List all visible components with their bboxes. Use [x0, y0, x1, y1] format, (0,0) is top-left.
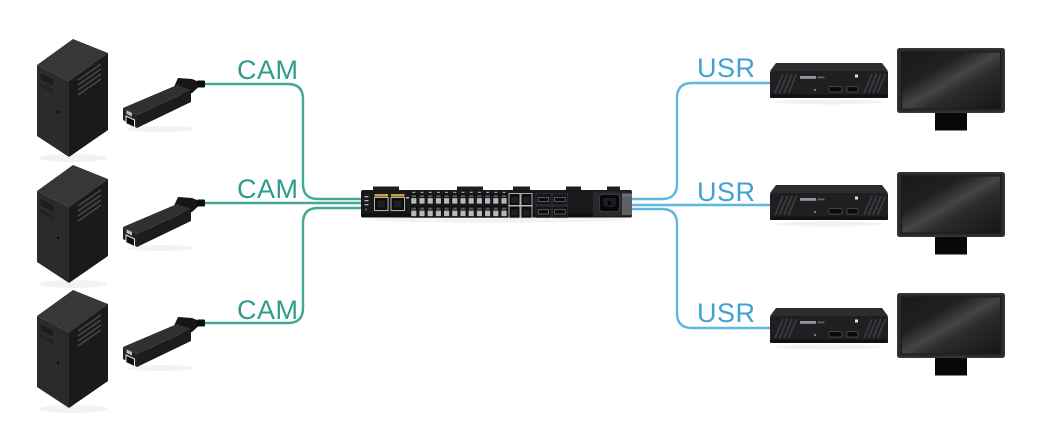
cam-label-1: CAM: [237, 55, 299, 85]
cam-extender-2: [122, 196, 206, 252]
pc-tower-2: [36, 164, 109, 289]
monitor-1: [896, 47, 1006, 131]
pc-tower-3: [36, 289, 109, 414]
cam-label-2: CAM: [237, 174, 299, 204]
switch-port-array: [374, 191, 568, 219]
connection-lines: [205, 81, 772, 330]
monitor-3: [896, 292, 1006, 376]
usr-receiver-3: [769, 307, 889, 351]
usr-receiver-1: [769, 62, 889, 106]
usr-receiver-2: [769, 184, 889, 228]
cam-extender-1: [122, 77, 206, 133]
usr-label-3: USR: [697, 298, 756, 328]
usr-label-2: USR: [697, 177, 756, 207]
usr-link-1: [628, 81, 772, 201]
cam-label-3: CAM: [237, 295, 299, 325]
monitor-2: [896, 171, 1006, 255]
cam-extender-3: [122, 316, 206, 372]
cam-link-3: [205, 206, 365, 325]
usr-link-3: [628, 207, 772, 330]
usr-label-1: USR: [697, 53, 756, 83]
cam-link-1: [205, 82, 365, 201]
network-switch: [361, 186, 632, 223]
pc-tower-1: [36, 38, 109, 163]
